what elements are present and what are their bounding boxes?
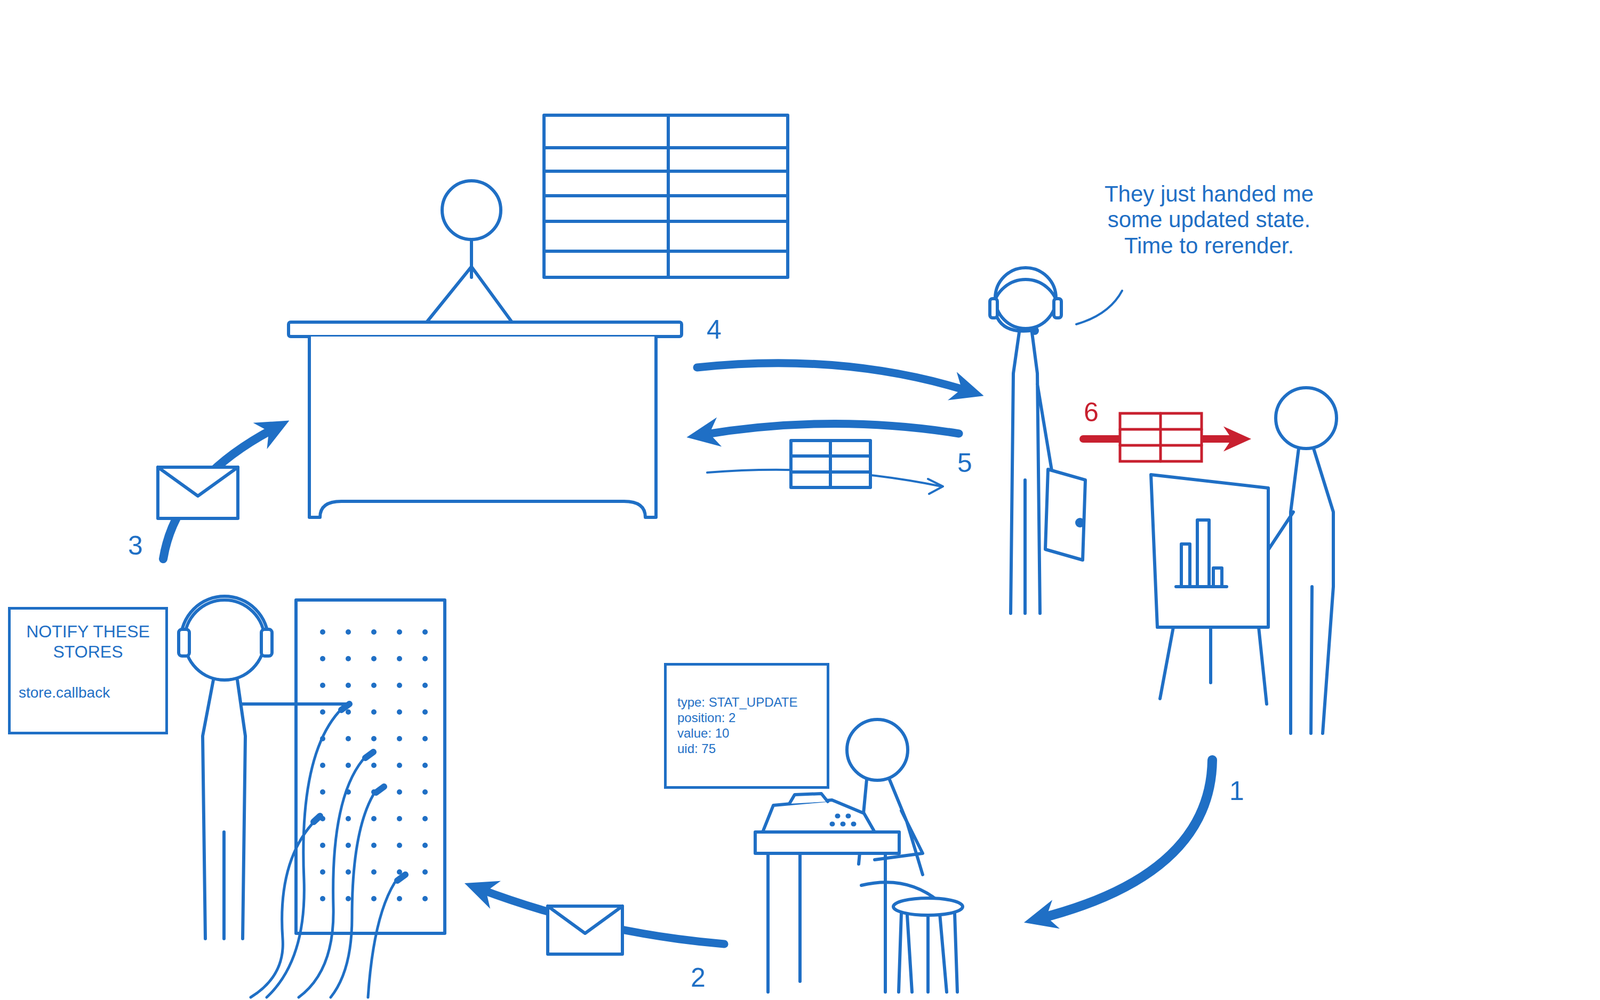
envelope-flap <box>547 906 623 934</box>
dispatcher-head <box>184 600 265 680</box>
clipboard-clip <box>1075 517 1085 528</box>
sign-board: NOTIFY THESE STORES store.callback <box>8 606 168 735</box>
patch-cables <box>250 704 406 998</box>
callout-number: 2 <box>690 962 706 994</box>
action-field: uid: 75 <box>677 741 716 757</box>
dispatcher-body <box>202 680 347 939</box>
store-head <box>442 180 501 240</box>
chart-bar <box>1213 568 1222 587</box>
easel-board <box>1150 474 1269 628</box>
state-packet <box>790 440 871 488</box>
action-creator-head <box>846 719 908 781</box>
stool-seat <box>893 898 963 916</box>
controller-body <box>1010 328 1072 614</box>
action-field: position: 2 <box>677 710 736 726</box>
switchboard-sockets <box>306 621 435 920</box>
headset-mic <box>997 317 1031 332</box>
callout-number: 5 <box>957 448 973 479</box>
switchboard <box>296 600 445 934</box>
headset-cup <box>989 298 998 318</box>
desk-body <box>309 336 656 518</box>
desk-legs <box>768 853 886 992</box>
cable-plugs <box>313 704 406 881</box>
headset-cup <box>1053 298 1062 318</box>
chart-bar <box>1181 544 1190 587</box>
headphone-cup <box>261 629 272 656</box>
flow-arrow <box>1040 760 1213 919</box>
envelope-flap <box>157 467 238 496</box>
chart-axis <box>1176 585 1227 589</box>
typewriter-keys <box>832 816 854 824</box>
envelope <box>157 467 238 519</box>
easel-legs <box>1160 627 1267 704</box>
store-body <box>426 239 512 323</box>
flow-arrow <box>702 423 959 435</box>
view-head <box>1275 387 1337 449</box>
sign-code: store.callback <box>18 683 110 702</box>
typewriter <box>762 800 875 832</box>
state-table <box>544 115 788 278</box>
chart-bar <box>1197 520 1210 587</box>
action-field: value: 10 <box>677 725 730 742</box>
speech-text: They just handed me some updated state. … <box>1083 181 1335 259</box>
callout-number: 3 <box>128 530 143 562</box>
action-field: type: STAT_UPDATE <box>677 694 798 711</box>
red-state-packet <box>1120 413 1202 462</box>
controller-head <box>995 267 1056 329</box>
typewriter-paper <box>789 793 828 804</box>
headset-band <box>993 279 1059 307</box>
clipboard <box>1045 469 1086 560</box>
state-table-grid <box>544 115 788 278</box>
typewriter-desk <box>755 832 900 854</box>
action-screen: type: STAT_UPDATEposition: 2value: 10uid… <box>664 662 830 789</box>
state-packet-grid <box>790 440 871 488</box>
headphone-band <box>180 596 269 640</box>
envelope <box>547 906 623 955</box>
desk-top <box>288 322 682 337</box>
callout-number: 6 <box>1083 397 1099 429</box>
callout-number: 1 <box>1229 776 1245 807</box>
stool-legs <box>898 913 958 992</box>
red-packet-grid <box>1120 413 1202 462</box>
headphone-cup <box>178 629 190 656</box>
view-body <box>1265 448 1334 734</box>
sign-heading: NOTIFY THESE STORES <box>18 621 158 663</box>
flow-arrow <box>697 363 968 391</box>
callout-number: 4 <box>706 314 722 346</box>
speech-leader <box>1076 290 1123 325</box>
action-creator-body <box>858 779 947 992</box>
